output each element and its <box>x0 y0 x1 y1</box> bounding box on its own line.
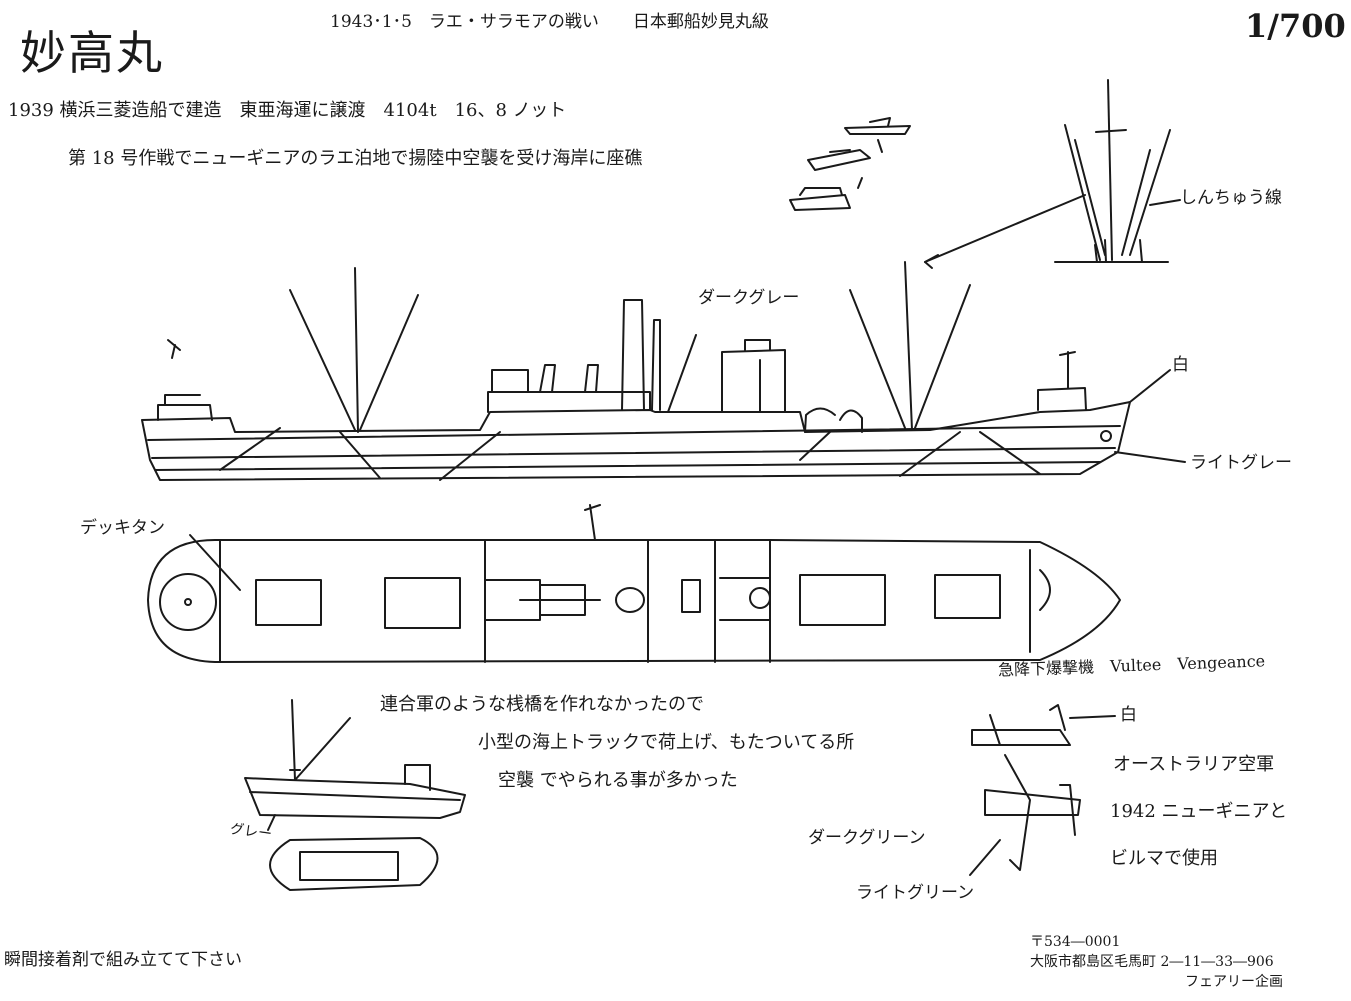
white-label-plane: 白 <box>1120 705 1137 725</box>
ship-history: 第 18 号作戦でニューギニアのラエ泊地で揚陸中空襲を受け海岸に座礁 <box>68 148 643 169</box>
vengeance-aircraft <box>970 705 1115 875</box>
boat-note-1: 連合軍のような桟橋を作れなかったので <box>380 694 704 715</box>
maker-name: フェアリー企画 <box>1185 974 1283 990</box>
boat-note-3: 空襲 でやられる事が多かった <box>498 770 738 791</box>
aircraft-note-2: 1942 ニューギニアと <box>1110 801 1288 822</box>
white-label-ship: 白 <box>1172 355 1189 375</box>
shinchu-detail <box>925 80 1180 268</box>
assembly-note: 瞬間接着剤で組み立てて下さい <box>4 950 242 970</box>
aircraft-note-1: オーストラリア空軍 <box>1113 754 1275 775</box>
attack-aircraft-group <box>790 118 910 210</box>
boat-note-2: 小型の海上トラックで荷上げ、もたついてる所 <box>478 732 855 753</box>
scale-label: 1/700 <box>1245 7 1346 45</box>
aircraft-note-3: ビルマで使用 <box>1110 848 1218 869</box>
battle-header: 1943･1･5 ラエ・サラモアの戦い 日本郵船妙見丸級 <box>330 12 769 32</box>
ship-side-profile <box>142 262 1185 480</box>
dark-grey-label: ダークグレー <box>698 288 800 308</box>
postal-code: 〒534―0001 <box>1030 934 1121 950</box>
maker-address: 大阪市都島区毛馬町 2―11―33―906 <box>1030 954 1274 970</box>
ship-deck-plan <box>148 505 1120 662</box>
deck-tan-label: デッキタン <box>80 518 165 538</box>
light-green-label: ライトグリーン <box>856 883 975 903</box>
dark-green-label: ダークグリーン <box>808 828 926 848</box>
small-cargo-boat <box>245 700 465 890</box>
ship-specs: 1939 横浜三菱造船で建造 東亜海運に譲渡 4104t 16、8 ノット <box>8 100 567 121</box>
shinchu-line-label: しんちゅう線 <box>1180 188 1282 208</box>
page-title: 妙高丸 <box>20 26 164 80</box>
light-grey-label: ライトグレー <box>1190 453 1292 473</box>
